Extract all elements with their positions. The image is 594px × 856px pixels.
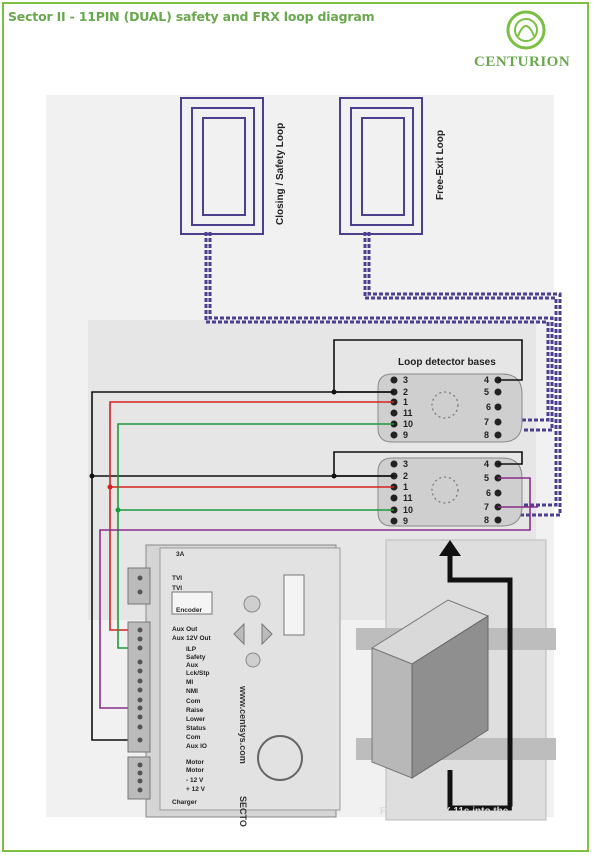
motor-label-1: Motor bbox=[186, 759, 205, 766]
pin-label: 9 bbox=[403, 430, 408, 440]
closing-safety-loop bbox=[180, 97, 264, 235]
pin-label: 5 bbox=[484, 387, 489, 397]
pin-label: 1 bbox=[403, 482, 408, 492]
minus-12v-label: - 12 V bbox=[186, 777, 204, 784]
arrow-head-icon bbox=[439, 540, 461, 556]
pin-label: 11 bbox=[403, 493, 413, 503]
safety-label: Safety bbox=[186, 654, 206, 661]
sector-controller bbox=[127, 544, 341, 818]
pin-label: 4 bbox=[484, 459, 489, 469]
purple-wire bbox=[99, 477, 538, 709]
tvi-label-1: TVI bbox=[172, 575, 182, 582]
black-wires bbox=[91, 339, 523, 741]
raise-label: Raise bbox=[186, 707, 204, 714]
pin-label: 1 bbox=[403, 397, 408, 407]
pin-label: 3 bbox=[403, 375, 408, 385]
plus-12v-label: + 12 V bbox=[186, 786, 206, 793]
aux-label: Aux bbox=[186, 662, 199, 669]
plug-in-arrow-icon bbox=[447, 552, 513, 811]
pin-label: 8 bbox=[484, 515, 489, 525]
caption-text: Plug two FLUX 11s into the bases bbox=[380, 806, 540, 817]
status-label: Status bbox=[186, 725, 206, 732]
wire-junctions-colored bbox=[107, 484, 121, 513]
pin-label: 6 bbox=[486, 488, 491, 498]
pin-label: 4 bbox=[484, 375, 489, 385]
pin-label: 6 bbox=[486, 402, 491, 412]
flux-module bbox=[370, 599, 490, 779]
wire-junctions bbox=[89, 389, 337, 479]
pin-label: 9 bbox=[403, 516, 408, 526]
website-url: www.centsys.com bbox=[238, 685, 248, 764]
detector-header: Loop detector bases bbox=[398, 357, 496, 368]
pin-label: 8 bbox=[484, 430, 489, 440]
ilp-label: ILP bbox=[186, 646, 197, 653]
charger-label: Charger bbox=[172, 799, 197, 806]
controller-labels: 3A TVI TVI Encoder Aux Out Aux 12V Out I… bbox=[172, 551, 248, 827]
model-label: SECTO bbox=[238, 796, 248, 827]
pin-label: 7 bbox=[484, 417, 489, 427]
fuse-label: 3A bbox=[176, 551, 185, 558]
pin-label: 7 bbox=[484, 502, 489, 512]
lckstp-label: Lck/Stp bbox=[186, 670, 210, 677]
tvi-label-2: TVI bbox=[172, 585, 182, 592]
lower-label: Lower bbox=[186, 716, 206, 723]
page-title: Sector II - 11PIN (DUAL) safety and FRX … bbox=[8, 9, 375, 24]
aux-io-label: Aux IO bbox=[186, 743, 207, 750]
frx-loop-label: Free-Exit Loop bbox=[435, 130, 446, 200]
pin-label: 3 bbox=[403, 459, 408, 469]
centurion-logo-icon bbox=[506, 10, 546, 50]
aux-out-label: Aux Out bbox=[172, 626, 198, 633]
base1-right-pin-labels: 4 5 6 7 8 bbox=[484, 375, 491, 440]
mi-label: MI bbox=[186, 679, 193, 686]
loop-detector-base-2 bbox=[377, 457, 523, 527]
brand-logo-text: CENTURION bbox=[474, 54, 571, 70]
frx-loop bbox=[339, 97, 423, 235]
com-label-2: Com bbox=[186, 734, 201, 741]
closing-loop-label: Closing / Safety Loop bbox=[275, 123, 286, 225]
terminal-screws bbox=[137, 575, 143, 793]
base2-right-pin-labels: 4 5 6 7 8 bbox=[484, 459, 491, 525]
loop-detector-base-1 bbox=[377, 373, 523, 443]
nmi-label: NMI bbox=[186, 688, 198, 695]
pin-label: 5 bbox=[484, 473, 489, 483]
twisted-loop-feeders bbox=[204, 232, 562, 517]
pin-label: 10 bbox=[403, 419, 413, 429]
pin-label: 2 bbox=[403, 471, 408, 481]
base1-left-pin-labels: 3 2 1 11 10 9 bbox=[403, 375, 413, 440]
pin-label: 2 bbox=[403, 387, 408, 397]
aux-12v-label: Aux 12V Out bbox=[172, 635, 211, 642]
base2-left-pin-labels: 3 2 1 11 10 9 bbox=[403, 459, 413, 526]
com-label-1: Com bbox=[186, 698, 201, 705]
pin-label: 11 bbox=[403, 408, 413, 418]
motor-label-2: Motor bbox=[186, 767, 205, 774]
pin-label: 10 bbox=[403, 505, 413, 515]
encoder-label: Encoder bbox=[176, 607, 202, 614]
